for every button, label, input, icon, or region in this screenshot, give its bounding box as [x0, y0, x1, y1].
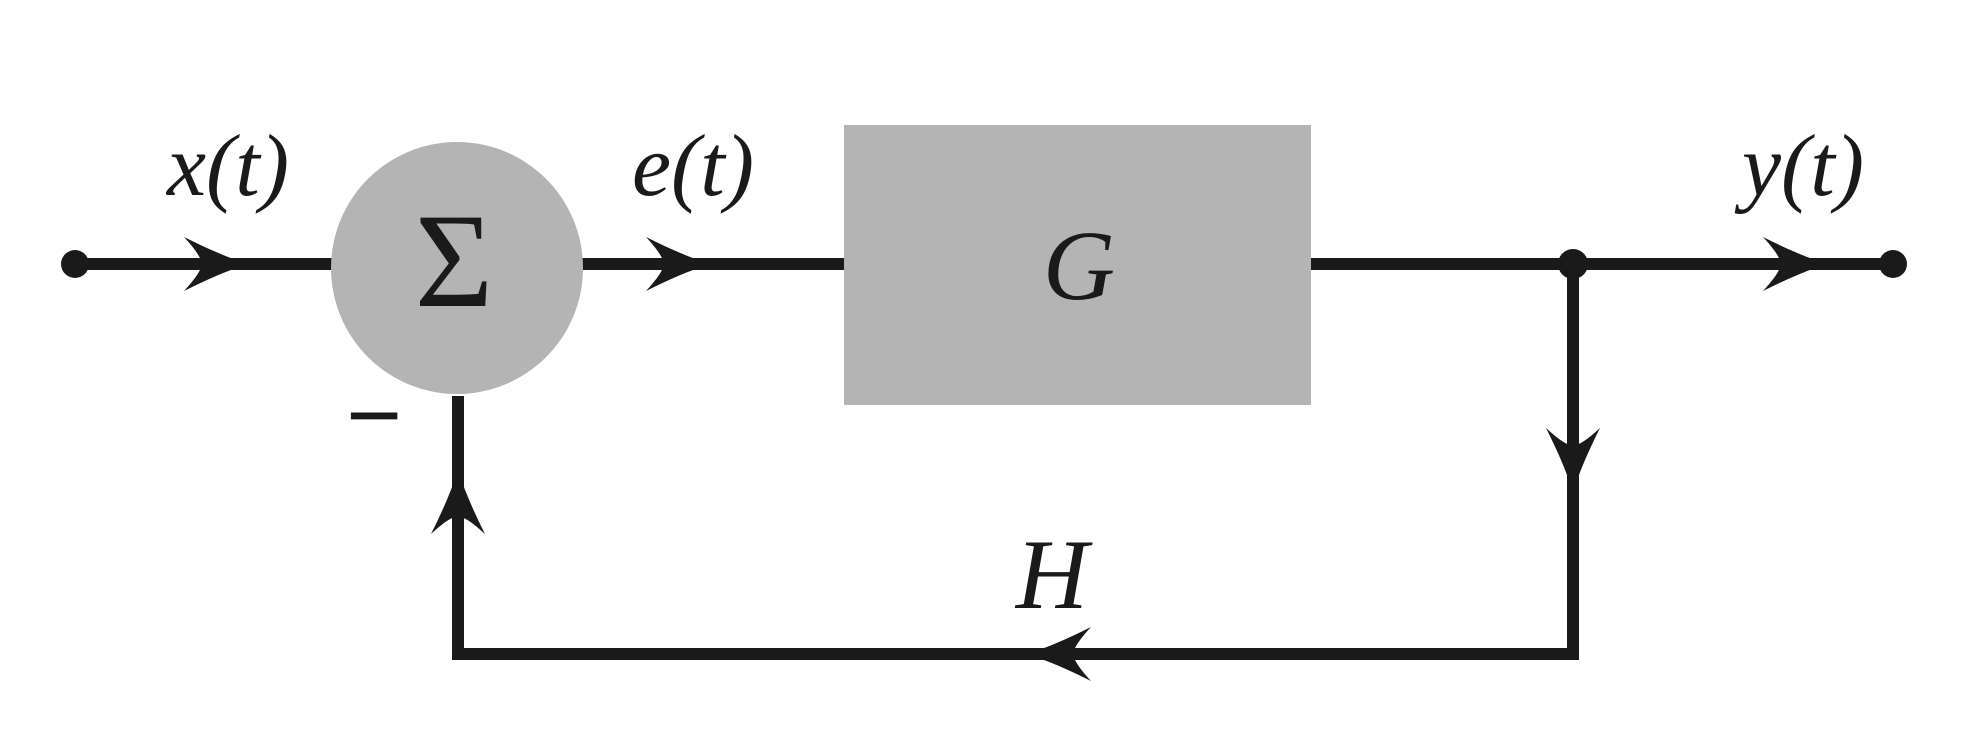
feedback-block-label: H	[1014, 519, 1093, 630]
input-terminal-dot	[61, 250, 89, 278]
output-terminal-dot	[1879, 250, 1907, 278]
forward-block-label: G	[1043, 210, 1115, 321]
branch-node-dot	[1558, 249, 1588, 279]
summing-junction-circle	[331, 142, 583, 394]
feedback-minus-sign: −	[346, 360, 403, 471]
forward-block-rect	[844, 125, 1311, 405]
input-signal-label: x(t)	[165, 118, 289, 215]
node-dots	[61, 249, 1907, 279]
summing-junction-sigma-label: Σ	[415, 187, 494, 336]
output-signal-label: y(t)	[1734, 118, 1864, 215]
labels: x(t) e(t) y(t) Σ G H −	[165, 118, 1864, 630]
error-signal-label: e(t)	[632, 118, 754, 215]
